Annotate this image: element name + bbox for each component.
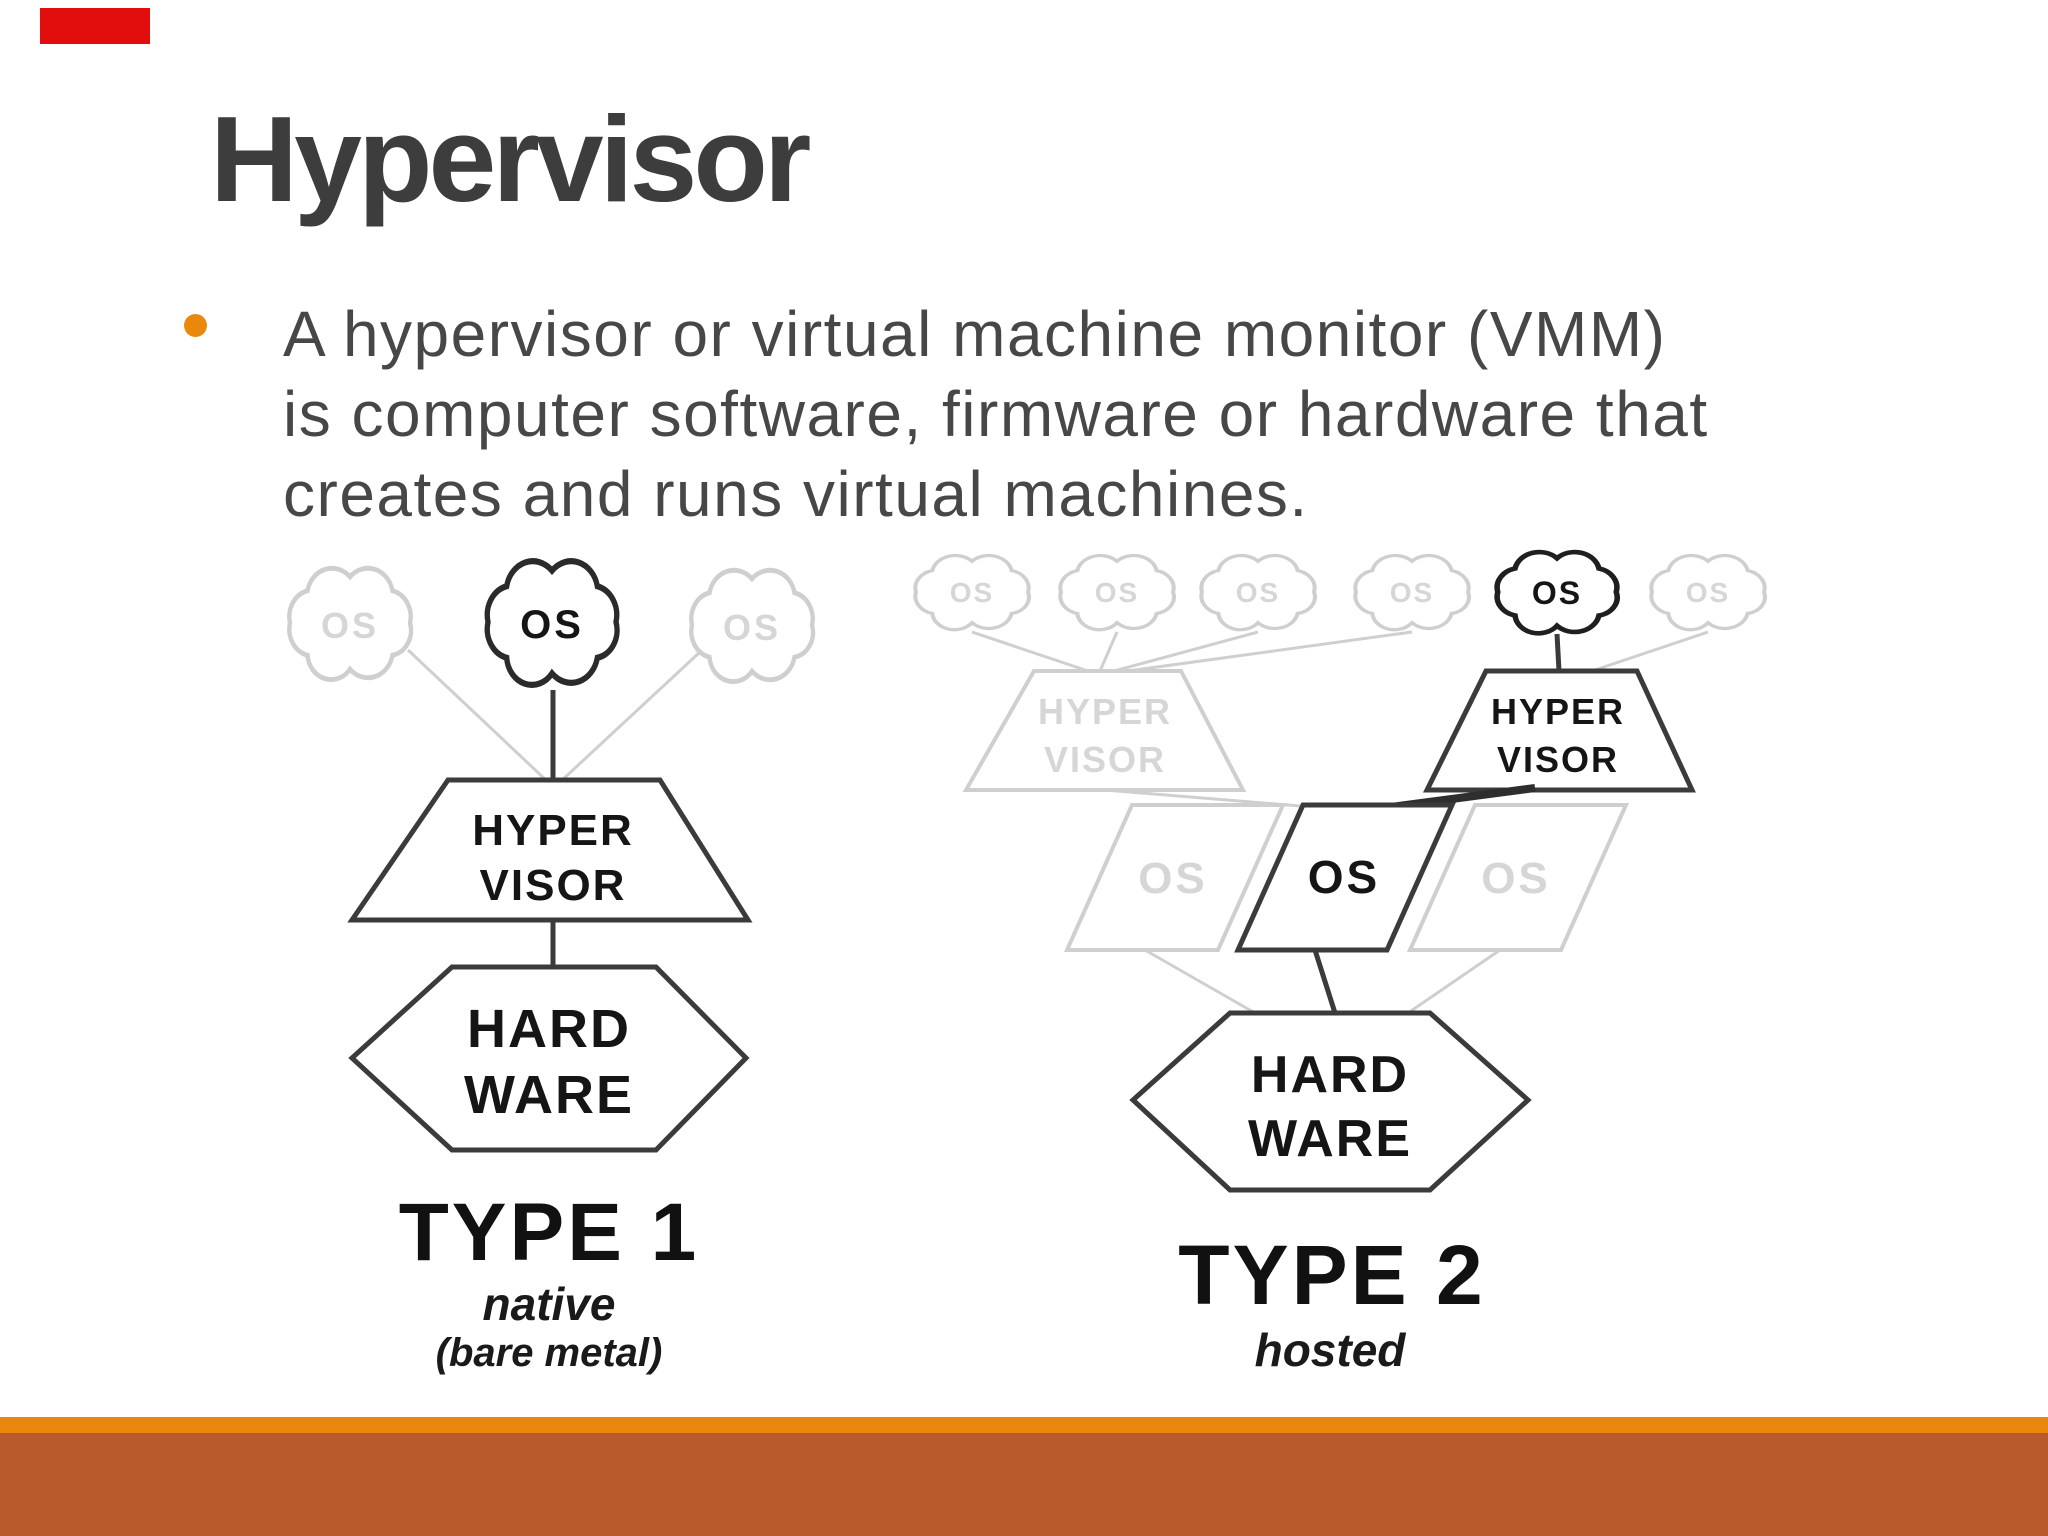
t2-os-cloud-label-5: OS <box>1532 575 1582 611</box>
t2-hypervisor-trapezoid-solid <box>1422 668 1696 793</box>
bullet-line-3: creates and runs virtual machines. <box>283 458 1309 530</box>
t2-visor-label-faded: VISOR <box>1044 739 1166 780</box>
t1-hardware-hexagon <box>348 964 750 1153</box>
bullet-paragraph: A hypervisor or virtual machine monitor … <box>283 294 1709 534</box>
t1-hard-label: HARD <box>467 999 631 1059</box>
t1-os-label-mid: OS <box>520 603 584 647</box>
t2-os-parallelogram-solid <box>1234 802 1456 953</box>
red-marker-box <box>40 8 150 44</box>
t2-visor-label-solid: VISOR <box>1497 739 1619 780</box>
page-title: Hypervisor <box>210 91 811 227</box>
t2-os-cloud-label-1: OS <box>950 577 994 608</box>
type1-sub-native: native <box>483 1278 616 1330</box>
t2-os-para-label-left: OS <box>1138 854 1208 903</box>
t2-line-cloud-1 <box>971 630 1089 673</box>
t2-os-cloud-label-6: OS <box>1686 577 1730 608</box>
bullet-icon <box>184 314 207 337</box>
t1-visor-label: VISOR <box>480 861 627 910</box>
type1-sub-baremetal: (bare metal) <box>436 1331 663 1375</box>
t2-ware-label: WARE <box>1248 1110 1412 1168</box>
t2-os-cloud-label-2: OS <box>1095 577 1139 608</box>
t2-hyper-label-solid: HYPER <box>1491 691 1625 732</box>
footer-band-rust <box>0 1433 2048 1536</box>
t2-line-osleft-hw <box>1144 948 1256 1015</box>
t1-hypervisor-trapezoid <box>347 777 753 923</box>
t2-os-parallelogram-left <box>1063 803 1287 952</box>
t2-hyper-label-faded: HYPER <box>1038 691 1172 732</box>
t1-os-label-right: OS <box>723 607 781 648</box>
t2-line-osmid-hw <box>1312 949 1338 1014</box>
t1-hyper-label: HYPER <box>472 806 634 855</box>
t2-hardware-hexagon <box>1129 1010 1532 1193</box>
bullet-line-1: A hypervisor or virtual machine monitor … <box>283 298 1667 370</box>
t1-ware-label: WARE <box>464 1065 634 1125</box>
type1-caption: TYPE 1 <box>399 1187 700 1278</box>
t2-os-para-label-right: OS <box>1481 854 1551 903</box>
t2-os-parallelogram-right <box>1406 803 1630 952</box>
t2-os-cloud-label-4: OS <box>1390 577 1434 608</box>
footer-band-orange <box>0 1417 2048 1433</box>
t1-line-cloud-right <box>558 650 702 784</box>
t1-line-cloud-left <box>406 648 550 784</box>
t2-line-cloud-3 <box>1113 630 1259 673</box>
t2-line-cloud-6 <box>1591 630 1709 673</box>
t2-os-cloud-label-3: OS <box>1236 577 1280 608</box>
t2-line-osright-hw <box>1407 948 1501 1015</box>
t2-hard-label: HARD <box>1251 1046 1409 1104</box>
t2-line-cloud-5 <box>1554 633 1562 672</box>
hypervisor-types-figure: OS OS OS HYPER VISOR HARD WARE TYPE 1 na… <box>260 540 1780 1376</box>
t2-os-para-label-mid: OS <box>1308 851 1380 903</box>
type2-sub-hosted: hosted <box>1255 1324 1407 1376</box>
t2-line-cloud-4 <box>1127 630 1413 673</box>
bullet-line-2: is computer software, firmware or hardwa… <box>283 378 1709 450</box>
t2-hypervisor-trapezoid-faded <box>962 669 1247 792</box>
t1-os-label-left: OS <box>321 605 379 646</box>
t2-line-cloud-2 <box>1098 631 1119 672</box>
type2-caption: TYPE 2 <box>1178 1228 1485 1322</box>
